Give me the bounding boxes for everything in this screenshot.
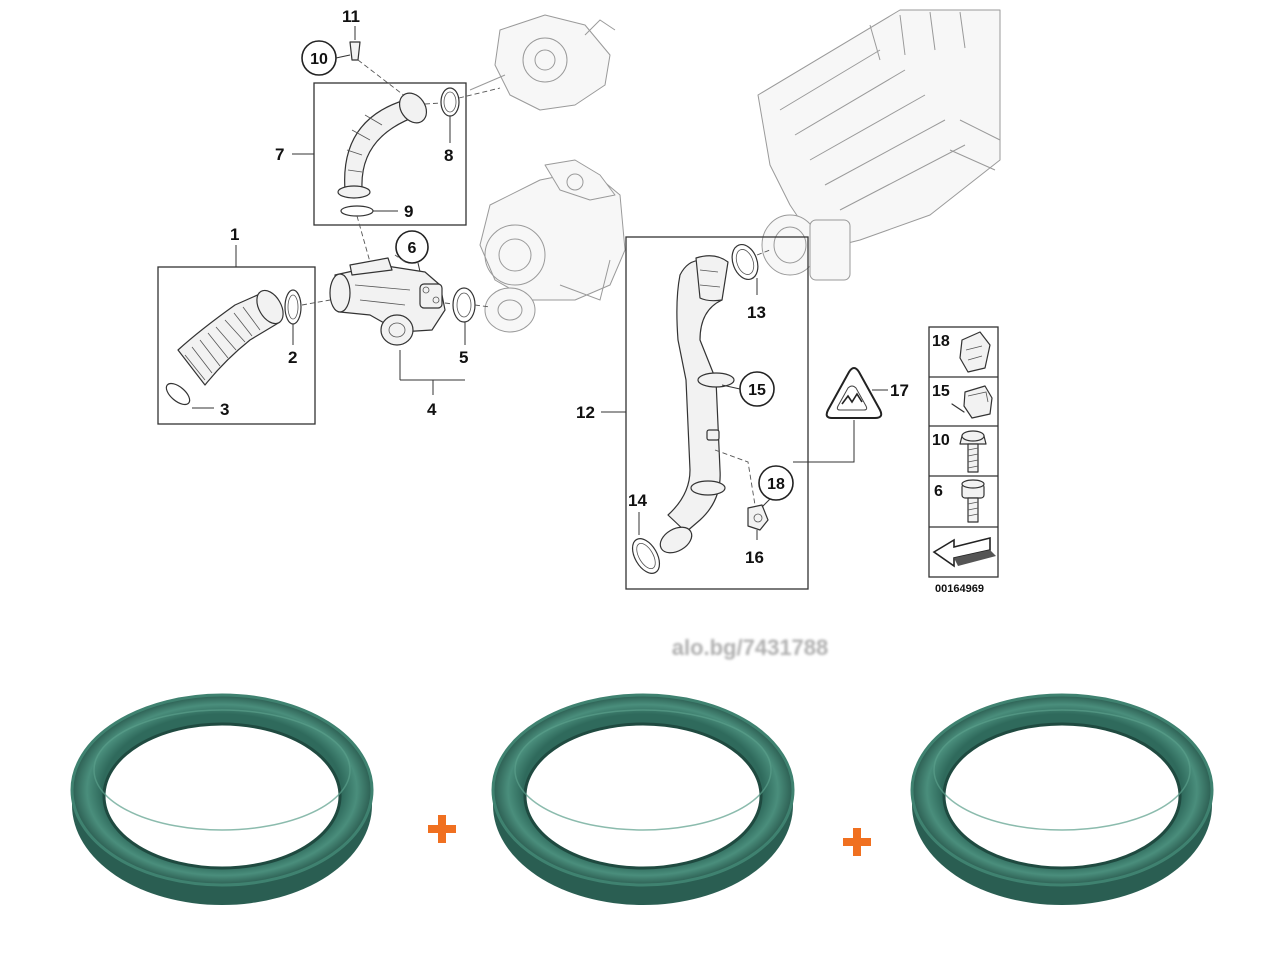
pipe-flange xyxy=(398,92,428,124)
circle-18 xyxy=(758,465,794,501)
hose-flange xyxy=(256,289,284,325)
seal-photo-3 xyxy=(910,693,1214,905)
seal-photo-1 xyxy=(70,693,374,905)
legend-num-15: 15 xyxy=(932,383,950,400)
hex-bolt-icon xyxy=(959,430,987,473)
seal-photo-2 xyxy=(491,693,795,905)
dash-guide-2 xyxy=(301,299,331,306)
callout-14: 14 xyxy=(628,491,647,510)
allen-bolt-icon xyxy=(961,479,985,523)
dash-guide-9 xyxy=(356,215,371,263)
o-ring-3 xyxy=(165,382,191,406)
dash-guide-6 xyxy=(394,254,406,263)
callout-8: 8 xyxy=(444,146,453,165)
dash-guide-8 xyxy=(424,87,501,105)
leader-15 xyxy=(721,384,741,390)
dash-guide-13 xyxy=(756,249,771,256)
callout-5: 5 xyxy=(459,348,468,367)
hose-clamp-symbol-icon xyxy=(841,392,863,405)
turbo-inlet-housing-part xyxy=(329,257,446,346)
callout-9: 9 xyxy=(404,202,413,221)
callout-12: 12 xyxy=(576,403,595,422)
legend-num-6: 6 xyxy=(934,483,943,500)
dash-guide-5 xyxy=(444,302,491,308)
o-ring-13 xyxy=(731,243,759,281)
dash-guide-16 xyxy=(714,449,756,506)
clip-bracket-icon xyxy=(959,331,991,373)
legend-num-18: 18 xyxy=(932,333,950,350)
leader-10 xyxy=(335,54,351,59)
callout-10: 10 xyxy=(310,51,328,68)
o-ring-14 xyxy=(631,538,661,574)
callout-3: 3 xyxy=(220,400,229,419)
callout-4: 4 xyxy=(427,400,437,419)
fastener-legend: 18 15 10 6 xyxy=(928,326,999,578)
callout-1: 1 xyxy=(230,225,239,244)
gasket-9 xyxy=(340,205,374,217)
diagram-id: 00164969 xyxy=(935,583,984,595)
arrow-icon xyxy=(932,536,996,568)
callout-16: 16 xyxy=(745,548,764,567)
callout-2: 2 xyxy=(288,348,297,367)
dash-guide-11 xyxy=(357,59,411,101)
leader-18 xyxy=(761,498,771,508)
bracket-part xyxy=(349,41,361,61)
circle-6 xyxy=(395,230,429,264)
charge-pipe-part xyxy=(659,255,735,554)
plus-sign-2 xyxy=(843,828,871,856)
legend-num-10: 10 xyxy=(932,432,950,449)
leader-17-to-18 xyxy=(793,420,855,463)
sensor-clip-16 xyxy=(747,504,769,531)
callout-6: 6 xyxy=(408,240,417,257)
plus-sign-1 xyxy=(428,815,456,843)
callout-17: 17 xyxy=(890,381,909,400)
watermark: alo.bg/7431788 xyxy=(671,635,829,660)
pipe-end xyxy=(337,185,371,199)
upper-turbo-illustration xyxy=(469,14,616,111)
callout-18: 18 xyxy=(767,476,785,493)
callout-7: 7 xyxy=(275,145,284,164)
callout-15: 15 xyxy=(748,382,766,399)
spring-clip-icon xyxy=(951,385,993,419)
callout-13: 13 xyxy=(747,303,766,322)
group-frame-12 xyxy=(625,236,809,590)
lower-turbo-illustration xyxy=(479,159,626,333)
intake-manifold-illustration xyxy=(757,9,1001,281)
callout-11: 11 xyxy=(342,7,360,26)
warning-label-17 xyxy=(825,367,883,419)
